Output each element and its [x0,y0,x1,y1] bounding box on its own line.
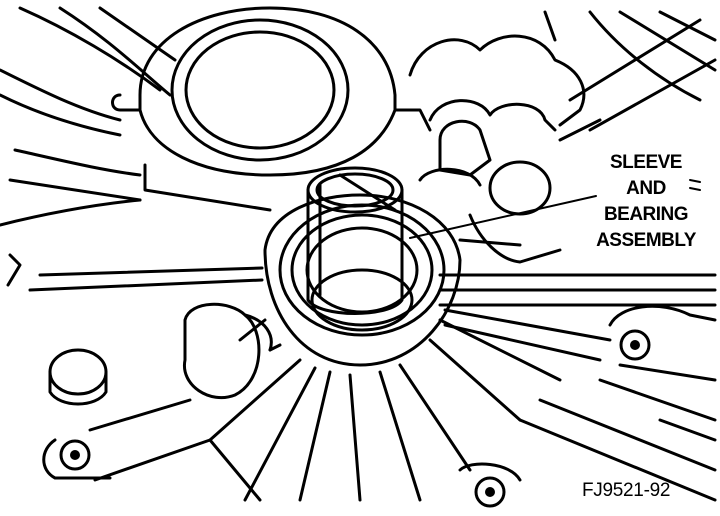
figure-id: FJ9521-92 [582,480,671,501]
right-bosses [408,10,717,264]
upper-boss [111,6,432,212]
housing-outline-left [0,6,264,292]
housing-spokes [208,308,612,502]
callout-leader-line-icon [409,195,597,239]
callout-line: AND [626,178,666,199]
lower-right-lines [518,378,717,502]
callout-line: BEARING [603,204,689,225]
plug [48,348,108,406]
callout-line: ASSEMBLY [596,230,696,251]
sleeve-and-bearing-assembly-icon [306,166,404,315]
sleeve-and-bearing-callout: SLEEVE AND BEARING ASSEMBLY [576,150,716,254]
right-ribs [438,273,717,307]
callout-line: SLEEVE [610,152,682,173]
bolt-holes [42,304,717,508]
left-lower-boss [183,302,282,400]
